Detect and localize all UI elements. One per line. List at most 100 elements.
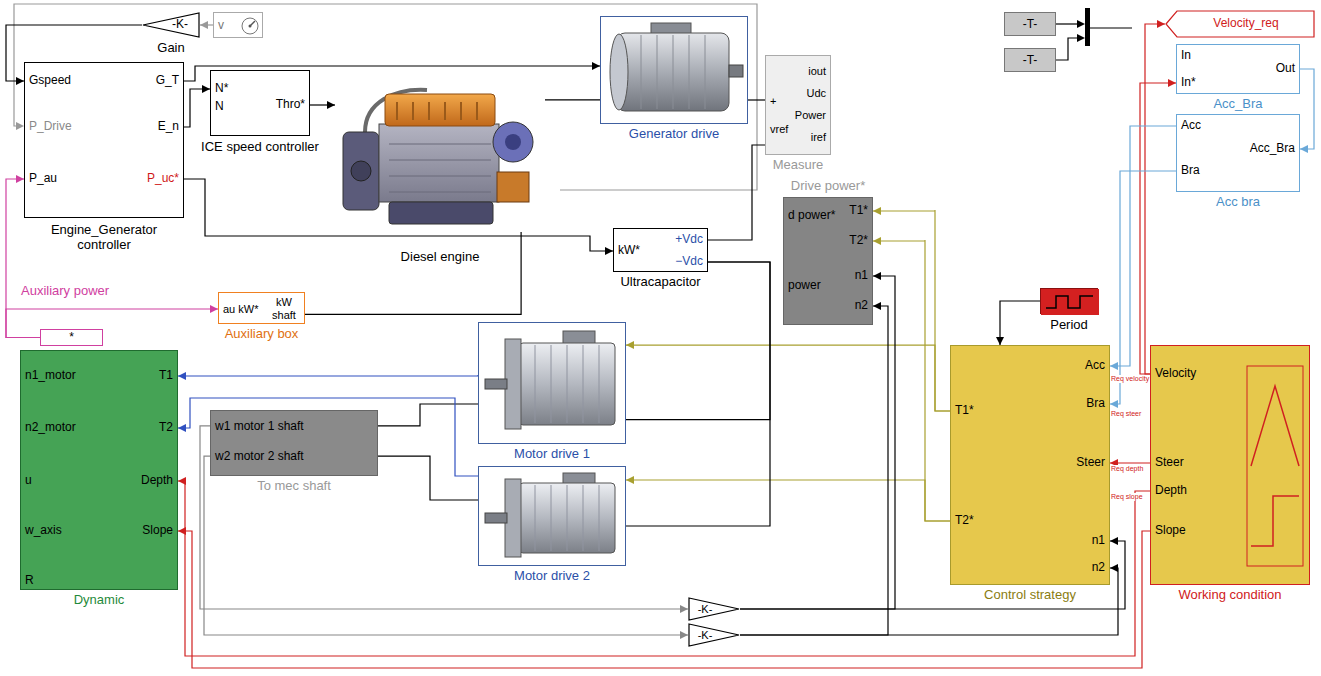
- subsystem-block: InIn*OutAcc_Bra: [1176, 44, 1300, 94]
- drawing-part: [519, 343, 615, 425]
- port-label: n2_motor: [25, 421, 76, 435]
- connector-line: [740, 306, 888, 635]
- connector: [708, 145, 765, 240]
- block-title: Period: [1050, 318, 1088, 333]
- port-label: n1: [1092, 534, 1105, 548]
- port-label: -T-: [1023, 18, 1038, 32]
- drawing-part: [1251, 496, 1299, 546]
- port-label: w_axis: [25, 524, 62, 538]
- connector-line: [626, 262, 770, 526]
- drive-power-block: d power*powerT1*T2*n1n2Drive power*: [783, 197, 873, 325]
- goto-block: -T-: [1004, 12, 1056, 36]
- port-label: -K-: [698, 603, 713, 616]
- port-label: n2: [855, 299, 868, 313]
- connector: [1145, 20, 1165, 374]
- port-label: R: [25, 574, 34, 588]
- generator-block: Generator drive: [600, 16, 748, 124]
- connector: [178, 372, 478, 380]
- auxiliary-block: au kW*kW shaftAuxiliary box: [218, 292, 305, 324]
- port-label: Out: [1276, 62, 1295, 76]
- signal-wire: [1056, 23, 1078, 24]
- connector-line: [204, 456, 688, 635]
- port-label: P_uc*: [147, 172, 179, 186]
- connector: [996, 301, 1040, 345]
- block-title: Acc_Bra: [1213, 97, 1262, 112]
- port-label: Steer: [1155, 456, 1184, 470]
- drawing-part: [729, 65, 743, 77]
- connector: [873, 237, 950, 521]
- block-outline: [688, 623, 740, 647]
- measure-block: +vrefioutUdcPowerirefMeasure: [765, 55, 831, 155]
- arrowhead: [1110, 537, 1118, 545]
- arrowhead: [680, 605, 688, 613]
- block-title: To mec shaft: [257, 479, 331, 494]
- port-label: Depth: [1155, 484, 1187, 498]
- port-label: Slope: [1155, 524, 1186, 538]
- port-label: T1*: [849, 204, 868, 218]
- drawing-part: [249, 25, 252, 28]
- block-outline: [142, 12, 200, 38]
- drawing-part: [397, 102, 477, 120]
- connector: [748, 100, 765, 101]
- connector-line: [178, 375, 478, 376]
- port-label: +: [770, 95, 776, 108]
- port-label: au kW*: [223, 303, 258, 316]
- block-title: Drive power*: [791, 179, 865, 194]
- connector-line: [178, 398, 478, 476]
- port-label: P_Drive: [29, 120, 72, 134]
- arrowhead: [1110, 564, 1118, 572]
- block-title: Acc bra: [1216, 195, 1260, 210]
- port-label: Slope: [142, 524, 173, 538]
- arrowhead: [202, 85, 210, 93]
- port-label: In*: [1181, 76, 1196, 90]
- port-label: Bra: [1181, 164, 1200, 178]
- goto-tag: Velocity_req: [1165, 10, 1315, 38]
- subsystem-block: AccBraAcc_BraAcc bra: [1176, 114, 1300, 192]
- connector: [200, 21, 213, 29]
- port-label: Acc: [1085, 359, 1105, 373]
- engine-block: Diesel engine: [335, 80, 545, 232]
- connector-line: [626, 345, 950, 411]
- port-label: Steer: [1076, 456, 1105, 470]
- connector-line: [708, 145, 765, 240]
- arrowhead: [996, 337, 1004, 345]
- drawing-part: [617, 33, 729, 111]
- arrowhead: [1110, 400, 1118, 408]
- drawing-part: [535, 345, 599, 423]
- connector-line: [1145, 24, 1165, 374]
- connector: [378, 404, 478, 426]
- connector: [184, 85, 210, 127]
- port-label: n1: [855, 269, 868, 283]
- port-label: T2: [159, 421, 173, 435]
- block-outline: [688, 597, 740, 621]
- port-label: -K-: [698, 629, 713, 642]
- condition-block: VelocitySteerDepthSlopeWorking condition: [1150, 345, 1310, 585]
- connector-line: [184, 89, 210, 127]
- motor-illustration: [479, 467, 627, 567]
- arrowhead: [626, 341, 634, 349]
- arrowhead: [1077, 20, 1085, 28]
- connector-line: [200, 426, 688, 609]
- control-block: AccBraSteerT1*T2*n1n2Control strategy: [950, 345, 1110, 585]
- connector-line: [378, 404, 478, 426]
- port-label: G_T: [156, 74, 179, 88]
- arrowhead: [1110, 362, 1118, 370]
- arrowhead: [605, 247, 613, 255]
- goto-block: -T-: [1004, 48, 1056, 72]
- arrowhead: [626, 476, 634, 484]
- port-label: power: [788, 279, 821, 293]
- arrowhead: [592, 62, 600, 70]
- drawing-part: [519, 483, 615, 553]
- gain-block: -K-: [688, 597, 740, 621]
- connector-line: [6, 309, 218, 338]
- arrowhead: [680, 631, 688, 639]
- arrowhead: [16, 175, 24, 183]
- drawing-part: [493, 122, 533, 162]
- connector: [740, 302, 888, 635]
- port-label: Acc: [1181, 119, 1201, 133]
- port-label: In: [1181, 49, 1191, 63]
- block-outline: [689, 598, 739, 620]
- drawing-part: [1247, 366, 1303, 566]
- arrowhead: [178, 477, 186, 485]
- drawing-part: [610, 34, 628, 110]
